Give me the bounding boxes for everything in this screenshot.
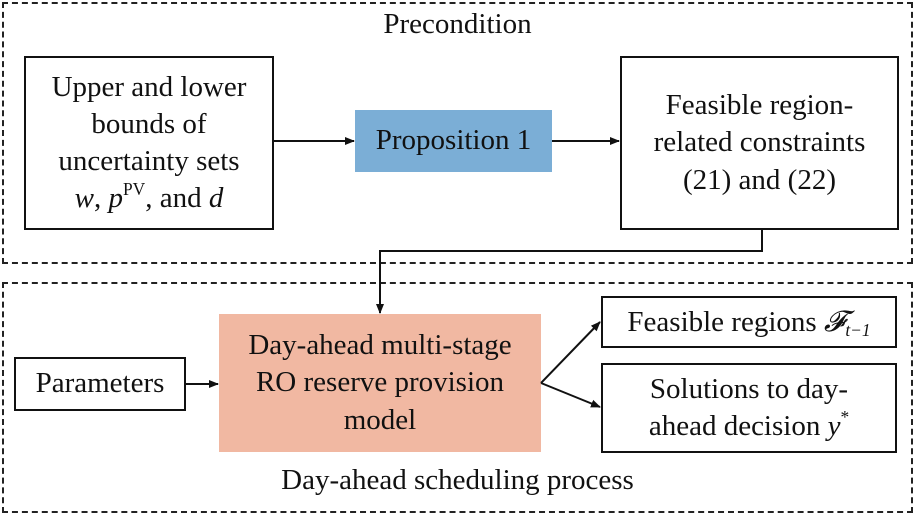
feasible-constraints-line-2: related constraints <box>653 126 866 159</box>
solutions-line-2-text: ahead decision <box>648 410 828 442</box>
symbol-p: p <box>108 182 123 215</box>
scheduling-frame <box>2 282 913 513</box>
proposition-box: Proposition 1 <box>355 110 552 172</box>
model-line-2: RO reserve provision <box>255 366 505 399</box>
feasible-regions-line: Feasible regions 𝓕t−1 <box>627 303 870 341</box>
feasible-constraints-line-1: Feasible region- <box>665 89 854 122</box>
solutions-box: Solutions to day- ahead decision y* <box>601 363 897 453</box>
precondition-title: Precondition <box>383 8 532 40</box>
feasible-region-symbol: 𝓕 <box>823 303 846 338</box>
separator-comma: , <box>93 182 109 215</box>
solutions-line-2: ahead decision y* <box>649 408 849 445</box>
feasible-constraints-line-3: (21) and (22) <box>682 163 836 196</box>
precondition-frame <box>2 2 913 264</box>
separator-and: , and <box>145 182 209 215</box>
uncertainty-bounds-line-4: w, pPV, and d <box>52 180 247 217</box>
symbol-w: w <box>74 182 94 215</box>
feasible-regions-box: Feasible regions 𝓕t−1 <box>601 296 897 348</box>
uncertainty-bounds-line-1: Upper and lower <box>51 70 247 103</box>
decision-symbol-star: * <box>840 406 850 427</box>
proposition-label: Proposition 1 <box>375 124 532 157</box>
feasible-regions-text: Feasible regions <box>627 305 824 338</box>
arrow-constraints-to-model <box>376 230 763 314</box>
uncertainty-bounds-box: Upper and lower bounds of uncertainty se… <box>24 56 274 230</box>
scheduling-title: Day-ahead scheduling process <box>281 464 634 496</box>
feasible-region-subscript: t−1 <box>845 320 871 341</box>
model-line-3: model <box>343 403 417 436</box>
parameters-label: Parameters <box>35 367 165 400</box>
feasible-constraints-box: Feasible region- related constraints (21… <box>620 56 899 230</box>
model-line-1: Day-ahead multi-stage <box>248 329 512 362</box>
symbol-p-superscript: PV <box>122 178 146 199</box>
model-box: Day-ahead multi-stage RO reserve provisi… <box>219 314 541 452</box>
uncertainty-bounds-line-2: bounds of <box>91 107 207 140</box>
parameters-box: Parameters <box>14 357 186 411</box>
solutions-line-1: Solutions to day- <box>649 372 849 405</box>
arrow-model-to-regions <box>540 321 601 384</box>
arrow-model-to-solutions <box>540 382 601 408</box>
decision-symbol-y: y <box>827 410 841 442</box>
symbol-d: d <box>208 182 224 215</box>
uncertainty-bounds-line-3: uncertainty sets <box>58 145 240 177</box>
